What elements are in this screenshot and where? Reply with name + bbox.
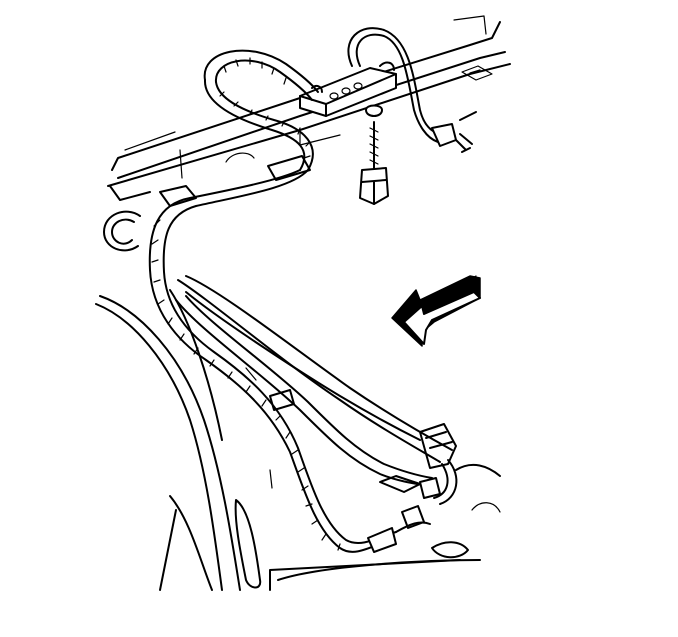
wiring-harness-upper-loop [203,49,319,171]
mounting-bracket [299,61,397,117]
wiring-harness-right-lead [347,27,473,153]
harness-connector [367,423,458,553]
lower-body-panel [95,275,501,591]
direction-arrow [391,275,481,347]
wiring-harness [148,155,433,553]
retaining-clip [103,210,141,252]
bracket-bolt [359,104,389,205]
